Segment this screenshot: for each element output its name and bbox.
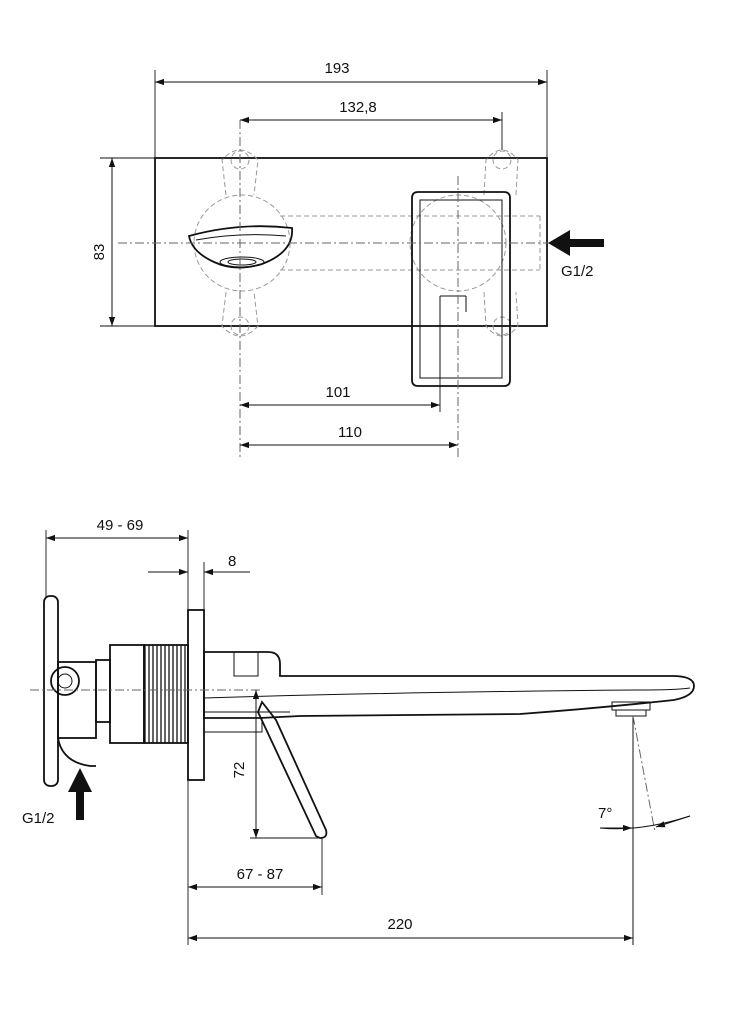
dim-center-distance [240,112,503,150]
dim-lever-drop [250,690,320,839]
inlet-arrow-up-icon [68,768,92,820]
dim-lever-drop-label: 72 [231,762,248,779]
dim-plate-thickness-label: 8 [228,553,236,570]
dim-plate-thickness [148,562,250,610]
dim-wall-depth [45,530,189,610]
dim-angle-label: 7° [598,805,612,822]
spout-body [203,651,695,719]
dim-height-label: 83 [91,244,108,261]
dim-lever-reach [187,780,323,945]
dim-height [100,157,155,327]
inlet-label-top: G1/2 [561,263,594,280]
dim-center-distance-label: 132,8 [339,99,377,116]
body-collar [95,659,111,723]
dim-spout-reach [188,716,634,945]
rear-handle [43,595,97,787]
inlet-arrow-icon [548,230,604,256]
dim-wall-depth-label: 49 - 69 [97,517,144,534]
dim-lever-reach-label: 67 - 87 [237,866,284,883]
inlet-label-side: G1/2 [22,810,55,827]
thread-cylinder [143,644,189,744]
side-view: 49 - 69 8 72 67 - 87 220 [22,517,695,945]
dim-total-width [154,70,548,158]
wall-plate-side [187,609,205,781]
dim-angle [599,715,691,833]
wall-plate [154,157,548,327]
dim-to-handle-inner-label: 101 [325,384,350,401]
dim-to-handle-center-label: 110 [338,424,362,441]
dim-spout-reach-label: 220 [387,916,412,933]
lever-side [203,700,328,839]
lever-handle [411,191,511,387]
dim-total-width-label: 193 [324,60,349,77]
spout-outlet [187,225,293,269]
body-cylinder [109,644,145,744]
top-view: 193 132,8 83 101 110 G1/2 [91,60,604,458]
